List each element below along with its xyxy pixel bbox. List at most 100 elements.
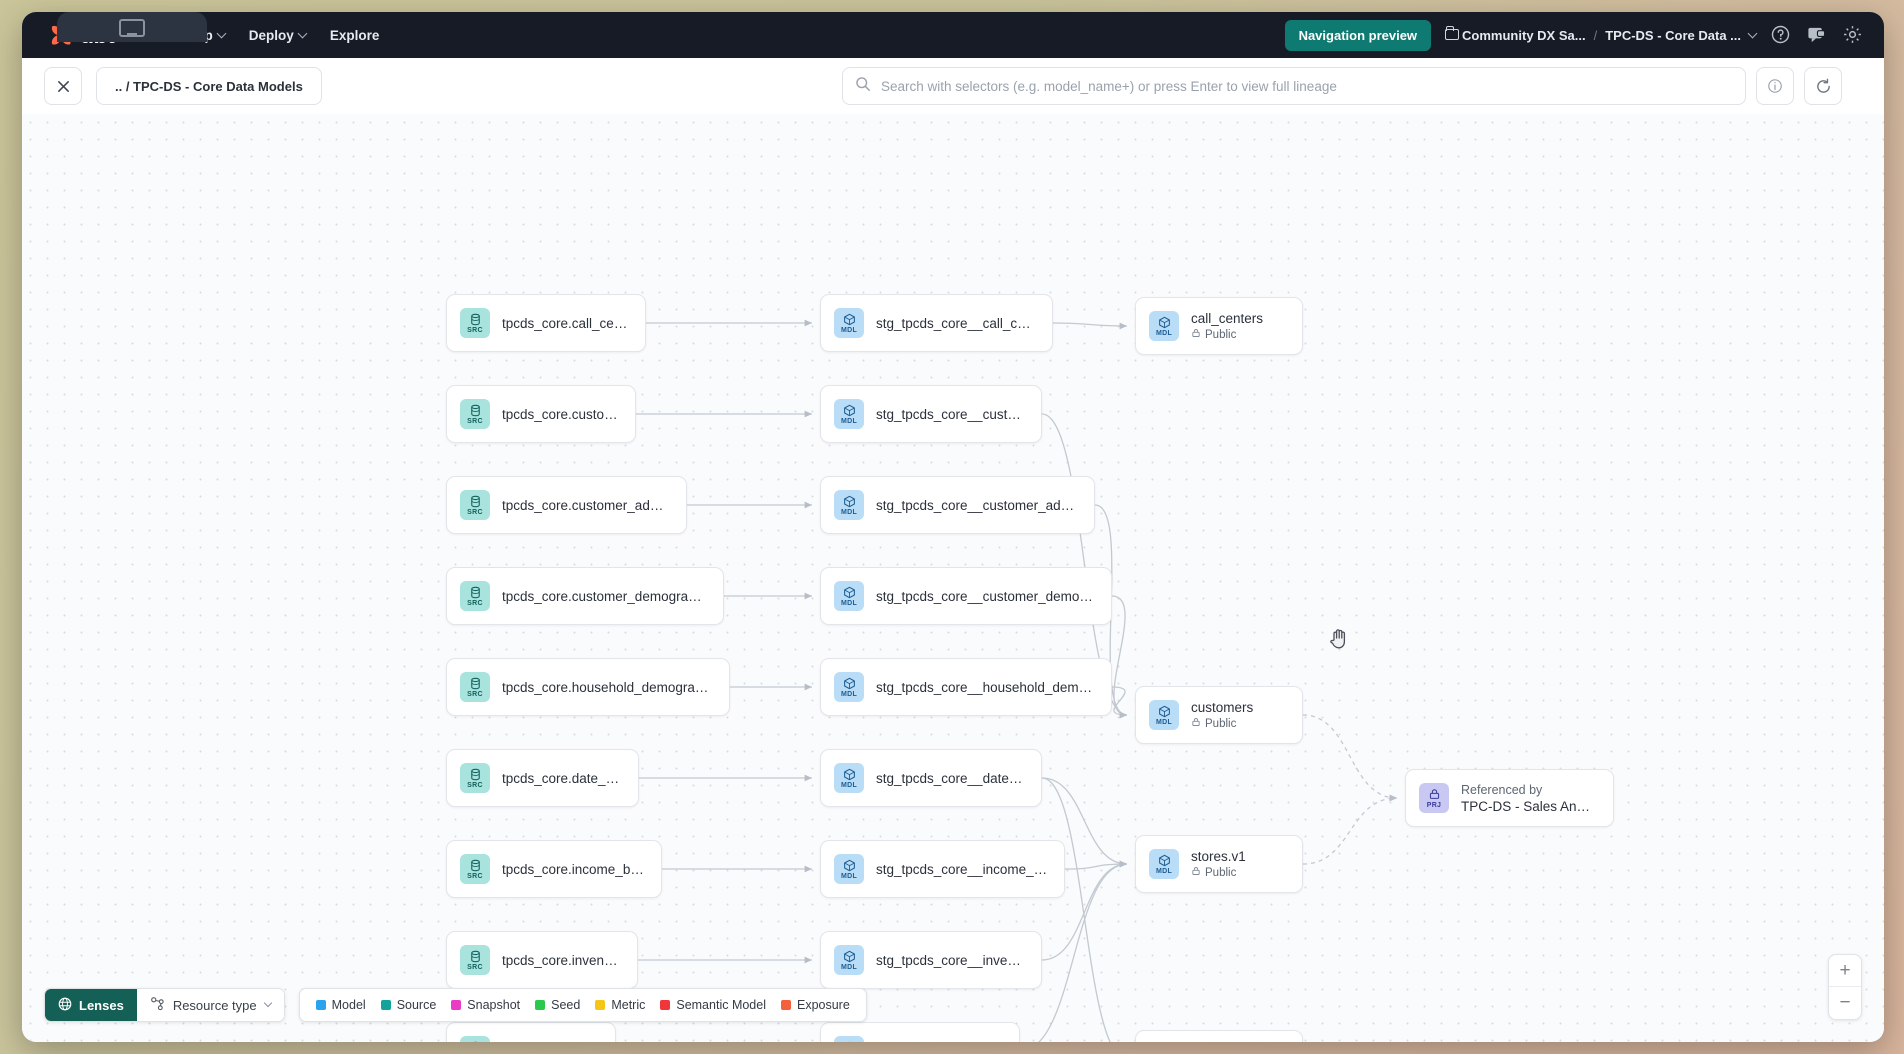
breadcrumb-pill[interactable]: .. / TPC-DS - Core Data Models xyxy=(96,67,322,105)
node-title: tpcds_core.customer_demographics xyxy=(502,588,707,604)
model-badge-icon: MDL xyxy=(834,490,864,520)
chevron-down-icon xyxy=(297,28,308,38)
search-icon xyxy=(855,76,871,97)
zoom-out-button[interactable]: − xyxy=(1839,992,1851,1013)
refresh-button[interactable] xyxy=(1804,67,1842,105)
help-circle-icon[interactable] xyxy=(1770,24,1792,46)
node-title: stg_tpcds_core__customer xyxy=(876,406,1025,422)
resource-type-dropdown[interactable]: Resource type xyxy=(136,989,284,1021)
node-text: tpcds_core.date_dim xyxy=(502,771,622,786)
breadcrumb-account-label: Community DX Sa... xyxy=(1462,27,1586,43)
chevron-down-icon[interactable] xyxy=(1747,28,1758,38)
lineage-node-src-income-band[interactable]: SRC tpcds_core.income_band xyxy=(446,840,662,898)
node-text: stg_tpcds_core__inventory xyxy=(876,953,1025,968)
node-text: tpcds_core.inventory xyxy=(502,953,621,968)
node-title: stg_tpcds_core__date_dim xyxy=(876,770,1025,786)
nav-item-deploy[interactable]: Deploy xyxy=(237,22,318,49)
model-badge-icon: MDL xyxy=(1149,311,1179,341)
lens-control-group: Lenses Resource type xyxy=(44,988,285,1022)
navigation-preview-button[interactable]: Navigation preview xyxy=(1284,19,1432,51)
lineage-node-stg-customer-address[interactable]: MDL stg_tpcds_core__customer_address xyxy=(820,476,1095,534)
breadcrumb-project[interactable]: TPC-DS - Core Data ... xyxy=(1605,27,1741,43)
search-box[interactable] xyxy=(842,67,1746,105)
node-title: call_centers xyxy=(1191,311,1264,326)
chevron-down-icon xyxy=(263,998,272,1008)
model-badge-icon: MDL xyxy=(834,763,864,793)
edge-stg-household-demographics-to-mart-customers xyxy=(1111,686,1128,719)
lineage-node-stg-customer[interactable]: MDL stg_tpcds_core__customer xyxy=(820,385,1042,443)
source-badge-icon: SRC xyxy=(460,854,490,884)
legend-item-metric[interactable]: Metric xyxy=(595,998,645,1012)
feedback-icon[interactable] xyxy=(1806,24,1828,46)
zoom-controls: + − xyxy=(1828,954,1862,1020)
top-nav-right-group: Navigation preview Community DX Sa... / … xyxy=(1284,19,1864,51)
legend-item-source[interactable]: Source xyxy=(380,998,436,1012)
edge-stg-date-dim-to-mart-stores-v2 xyxy=(1041,777,1111,1042)
node-access-badge: Public xyxy=(1191,328,1263,341)
node-access-badge: Public xyxy=(1191,866,1246,879)
node-title: customers xyxy=(1191,700,1254,715)
lineage-node-stg-date-dim[interactable]: MDL stg_tpcds_core__date_dim xyxy=(820,749,1042,807)
node-kicker: Referenced by xyxy=(1461,782,1543,797)
search-input[interactable] xyxy=(881,78,1733,94)
node-text: tpcds_core.customer_demographics xyxy=(502,589,707,604)
node-title: stores.v1 xyxy=(1191,849,1246,864)
legend-swatch xyxy=(660,1000,671,1010)
nodes-icon xyxy=(150,996,165,1014)
browser-tab-nub[interactable] xyxy=(57,12,207,42)
legend-item-model[interactable]: Model xyxy=(315,998,366,1012)
nav-item-explore[interactable]: Explore xyxy=(318,22,392,49)
gear-icon[interactable] xyxy=(1842,24,1864,46)
search-info-button[interactable] xyxy=(1756,67,1794,105)
top-navigation-bar: dbt Develop Deploy Explore Navigation pr… xyxy=(22,12,1884,58)
legend-label: Model xyxy=(331,998,366,1012)
legend-item-snapshot[interactable]: Snapshot xyxy=(451,998,520,1012)
node-text: tpcds_core.call_center xyxy=(502,316,629,331)
node-title: stg_tpcds_core__customer_address xyxy=(876,497,1078,513)
lenses-button[interactable]: Lenses xyxy=(45,989,137,1021)
breadcrumb-separator: / xyxy=(1593,27,1598,43)
model-badge-icon: MDL xyxy=(834,672,864,702)
node-title: tpcds_core.income_band xyxy=(502,861,645,877)
model-badge-icon: MDL xyxy=(834,399,864,429)
node-text: stg_tpcds_core__call_center xyxy=(876,316,1036,331)
node-title: tpcds_core.call_center xyxy=(502,315,629,331)
legend-item-seed[interactable]: Seed xyxy=(535,998,580,1012)
legend-label: Snapshot xyxy=(467,998,521,1012)
search-area xyxy=(842,67,1842,105)
close-lineage-button[interactable] xyxy=(44,67,82,105)
legend-label: Semantic Model xyxy=(676,998,766,1012)
legend-item-semantic-model[interactable]: Semantic Model xyxy=(660,998,766,1012)
model-badge-icon: MDL xyxy=(834,581,864,611)
node-access-label: Public xyxy=(1205,717,1237,730)
browser-tab-icon xyxy=(119,19,145,37)
node-access-label: Public xyxy=(1205,866,1237,879)
zoom-in-button[interactable]: + xyxy=(1829,955,1861,987)
legend-item-exposure[interactable]: Exposure xyxy=(780,998,850,1012)
breadcrumb-account[interactable]: Community DX Sa... xyxy=(1445,25,1586,43)
legend-swatch xyxy=(380,1000,391,1010)
edge-stg-store-to-mart-stores-v1 xyxy=(1038,860,1128,1042)
node-title: tpcds_core.date_dim xyxy=(502,770,622,786)
